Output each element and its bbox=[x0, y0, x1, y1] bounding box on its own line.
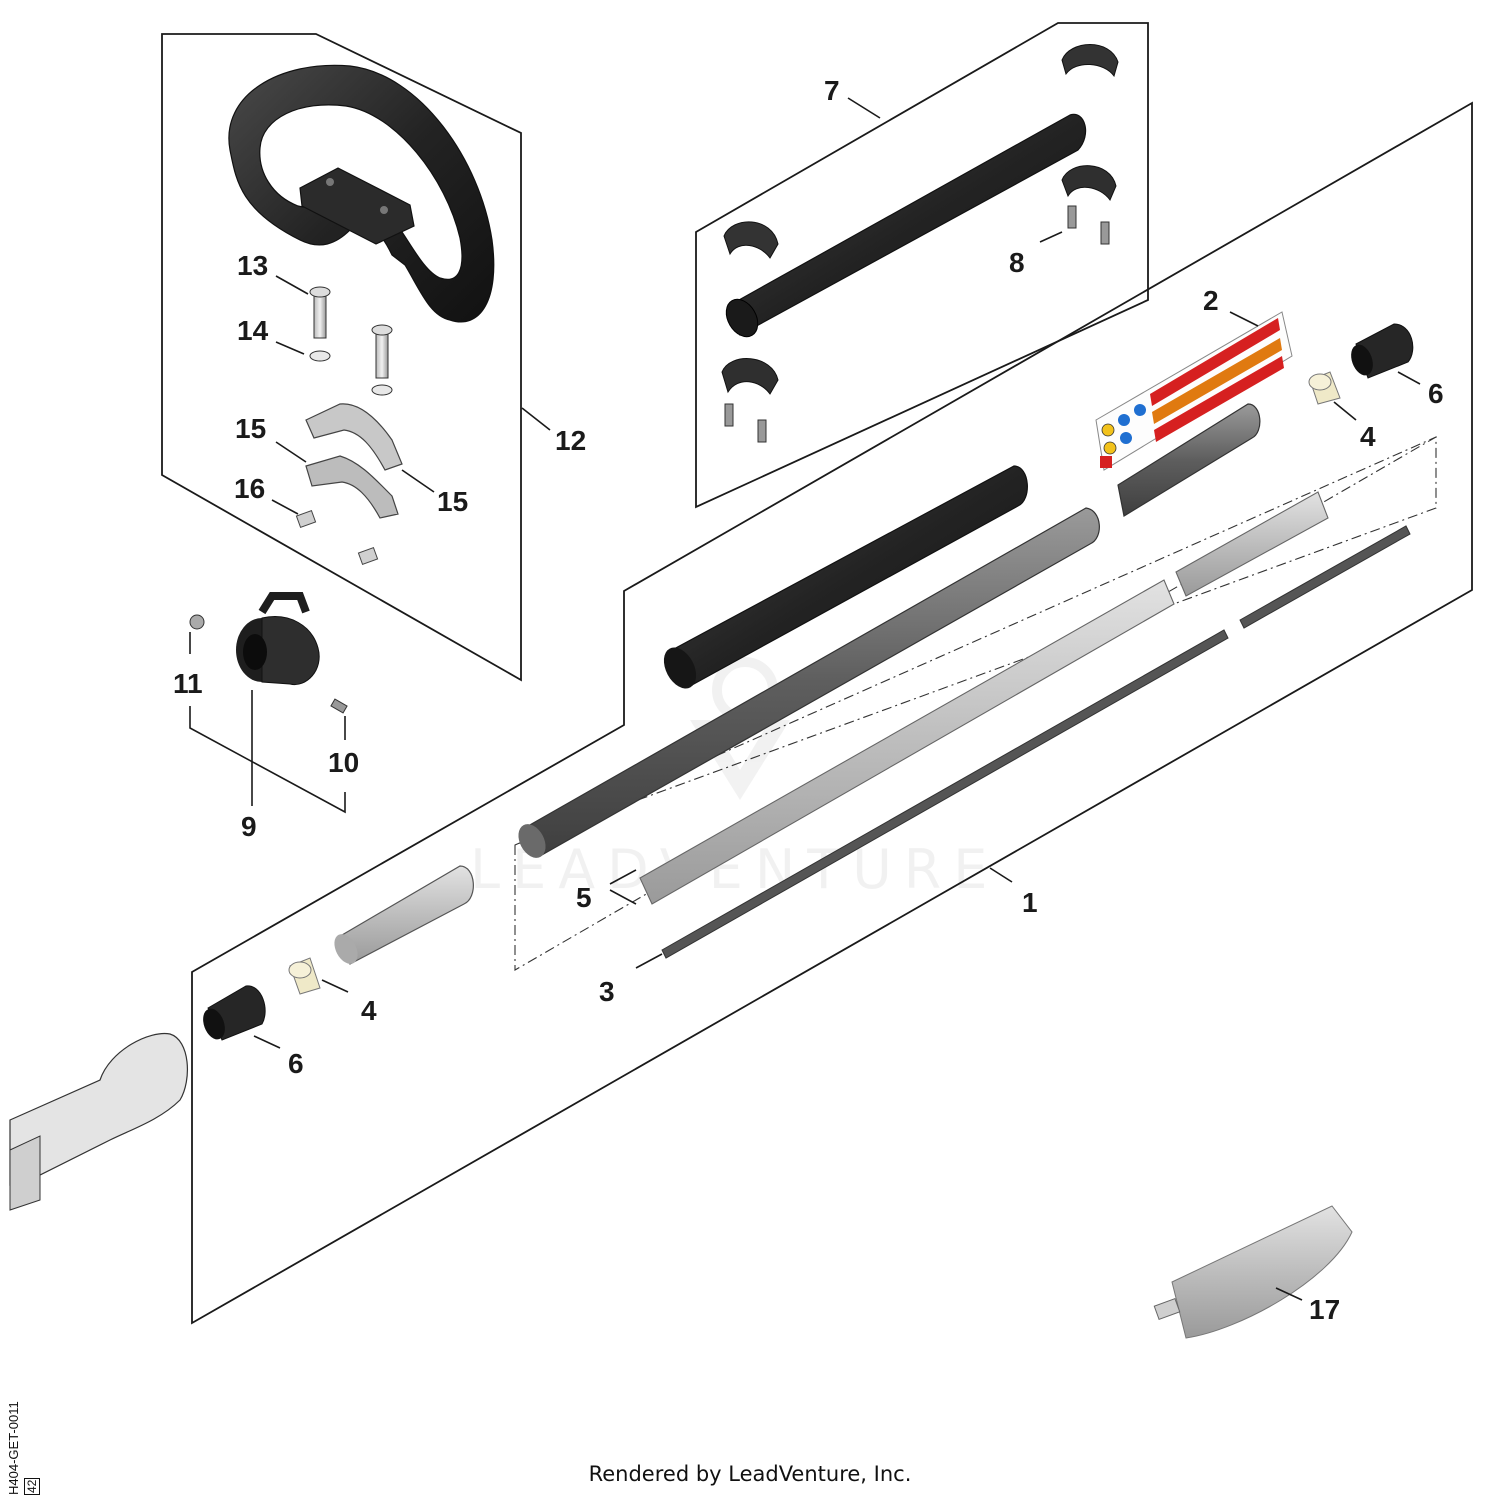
callout-14: 14 bbox=[237, 315, 269, 346]
main-tube-black bbox=[663, 465, 1028, 689]
callout-6-right: 6 bbox=[1428, 378, 1444, 409]
grease-tube bbox=[1153, 1205, 1353, 1339]
callout-16: 16 bbox=[234, 473, 265, 504]
callout-17: 17 bbox=[1309, 1294, 1340, 1325]
warning-label bbox=[1095, 311, 1293, 471]
leader-lines bbox=[189, 97, 1421, 1301]
callout-12: 12 bbox=[555, 425, 586, 456]
loop-handle-part bbox=[228, 64, 495, 323]
frame-handle-kit bbox=[161, 33, 522, 682]
callout-3: 3 bbox=[599, 976, 615, 1007]
grip-clamp-halves bbox=[721, 44, 1119, 395]
frame-shaft-assembly bbox=[191, 101, 1473, 1325]
callout-15-right: 15 bbox=[437, 486, 468, 517]
short-tube-bottom-left bbox=[334, 865, 474, 965]
handle-bolts-washers bbox=[309, 286, 393, 396]
grip-screws bbox=[724, 205, 1110, 443]
end-caps bbox=[203, 323, 1414, 1041]
callout-4-left: 4 bbox=[361, 995, 377, 1026]
liner-tube bbox=[639, 491, 1329, 905]
engine-housing bbox=[9, 1032, 189, 1211]
callouts: 1 2 3 4 4 5 6 6 7 8 9 10 11 12 13 14 15 … bbox=[173, 75, 1444, 1325]
render-credit: Rendered by LeadVenture, Inc. bbox=[588, 1462, 912, 1486]
callout-13: 13 bbox=[237, 250, 268, 281]
callout-11: 11 bbox=[173, 668, 203, 699]
handle-clamps bbox=[295, 403, 403, 566]
callout-2: 2 bbox=[1203, 285, 1219, 316]
hanger-bolt-and-nut bbox=[189, 614, 348, 714]
drive-shaft bbox=[661, 525, 1411, 959]
callout-5: 5 bbox=[576, 882, 592, 913]
callout-15-left: 15 bbox=[235, 413, 266, 444]
callout-1: 1 bbox=[1022, 887, 1038, 918]
bushings bbox=[288, 371, 1341, 995]
main-tube-grey bbox=[518, 507, 1100, 858]
harness-ring-part bbox=[236, 592, 320, 686]
callout-4-right: 4 bbox=[1360, 421, 1376, 452]
frame-grip-kit bbox=[695, 22, 1149, 509]
callout-10: 10 bbox=[328, 747, 359, 778]
callout-6-left: 6 bbox=[288, 1048, 304, 1079]
grip-tube-part bbox=[725, 113, 1087, 338]
callout-9: 9 bbox=[241, 811, 257, 842]
short-tube-top-right bbox=[1117, 403, 1261, 517]
callout-8: 8 bbox=[1009, 247, 1025, 278]
callout-7: 7 bbox=[824, 75, 840, 106]
